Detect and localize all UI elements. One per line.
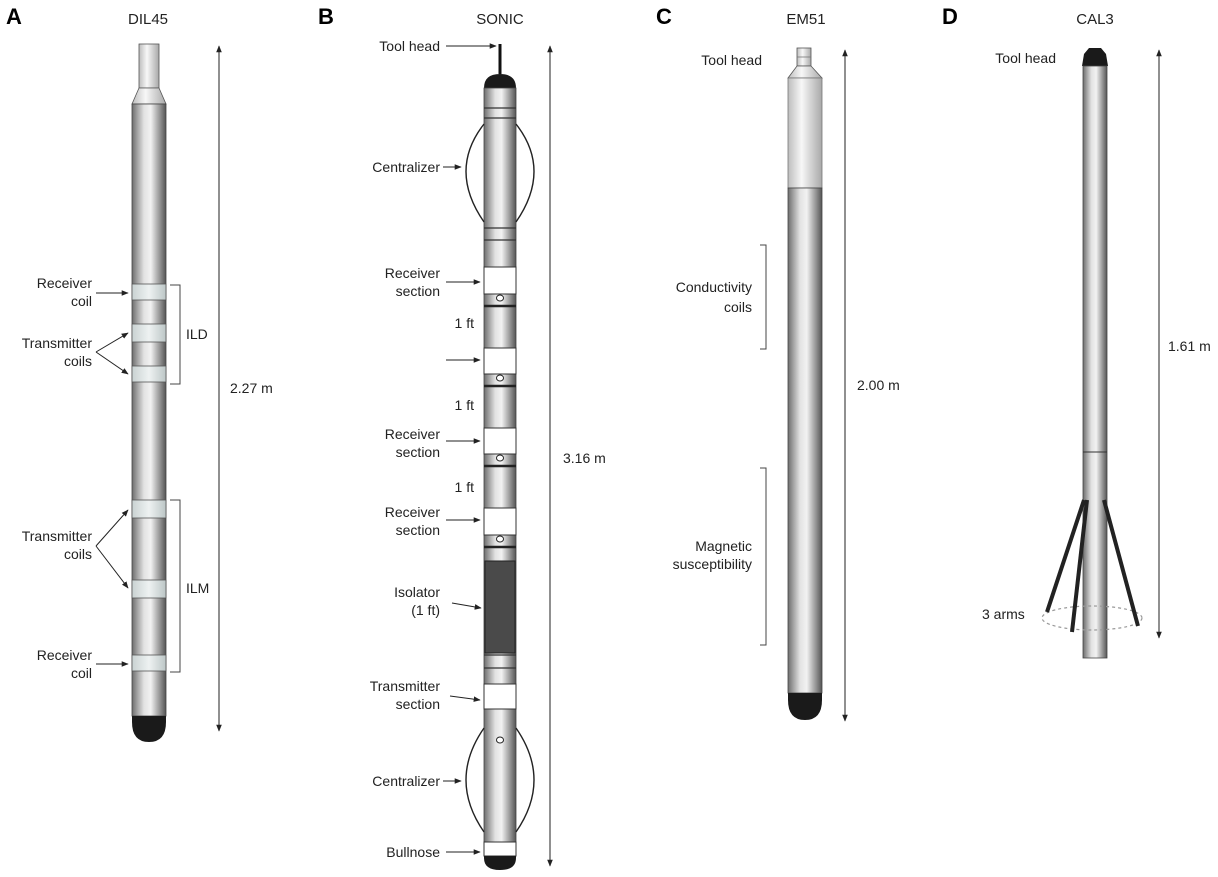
label-centralizer-top: Centralizer: [372, 159, 440, 175]
sonic-tool-body: [465, 44, 535, 870]
label-ilm: ILM: [186, 580, 209, 596]
label-receiver-section-2-line1: Receiver: [385, 426, 441, 442]
label-em51-length: 2.00 m: [857, 377, 900, 393]
label-isolator-line1: Isolator: [394, 584, 440, 600]
label-bullnose: Bullnose: [386, 844, 440, 860]
label-transmitter-coils-2-line1: Transmitter: [22, 528, 93, 544]
tool-head-cap: [484, 74, 516, 88]
label-magnetic-susceptibility-line2: susceptibility: [673, 556, 752, 572]
tool-title-cal3: CAL3: [1076, 11, 1114, 28]
dil45-tool-body: [131, 43, 167, 742]
receiver-coil-band: [131, 283, 167, 301]
tool-head-cap: [1082, 48, 1108, 66]
transmitter-section-block: [483, 683, 517, 710]
tool-title-em51: EM51: [786, 11, 825, 28]
isolator-block: [484, 560, 516, 654]
caliper-arm: [1102, 499, 1140, 627]
label-em51-tool-head: Tool head: [701, 52, 762, 68]
transmitter-coil-band: [131, 579, 167, 599]
bullnose-cap: [484, 856, 516, 870]
label-receiver-section-1-line2: section: [396, 283, 440, 299]
label-transmitter-coils-1-line2: coils: [64, 353, 92, 369]
receiver-section-block: [483, 427, 517, 455]
label-transmitter-coils-1-line1: Transmitter: [22, 335, 93, 351]
transmitter-coil-band: [131, 499, 167, 519]
ild-bracket: [170, 284, 181, 385]
arm-reach-ellipse: [1041, 605, 1143, 631]
label-receiver-section-3-line2: section: [396, 522, 440, 538]
centralizer-bow: [465, 727, 485, 833]
caliper-arm: [1070, 499, 1089, 633]
cal3-tool-body: [1041, 48, 1143, 659]
receiver-section-block: [483, 507, 517, 536]
panel-a: A DIL45 Receiver coil Transmitter coils …: [6, 4, 273, 742]
centralizer-bow: [515, 123, 535, 223]
label-receiver-section-1-line1: Receiver: [385, 265, 441, 281]
label-sonic-length: 3.16 m: [563, 450, 606, 466]
label-3-arms: 3 arms: [982, 606, 1025, 622]
label-sonic-tool-head: Tool head: [379, 38, 440, 54]
susceptibility-bracket: [760, 467, 767, 646]
label-transmitter-section-line2: section: [396, 696, 440, 712]
panel-c: C EM51 Tool head Conductivity coils Magn…: [656, 4, 900, 722]
panel-d: D CAL3 Tool head 3 arms 1.61 m: [942, 4, 1211, 659]
bullnose-cap: [132, 716, 166, 742]
label-cal3-tool-head: Tool head: [995, 50, 1056, 66]
label-transmitter-section-line1: Transmitter: [370, 678, 441, 694]
label-receiver-coil-bottom-2: coil: [71, 665, 92, 681]
label-receiver-section-3-line1: Receiver: [385, 504, 441, 520]
label-spacing-2: 1 ft: [455, 397, 475, 413]
label-conductivity-coils-line1: Conductivity: [676, 279, 752, 295]
panel-letter-d: D: [942, 4, 958, 29]
tool-title-dil45: DIL45: [128, 11, 168, 28]
label-centralizer-bottom: Centralizer: [372, 773, 440, 789]
conductivity-bracket: [760, 244, 767, 350]
transmitter-coil-band: [131, 323, 167, 343]
label-isolator-line2: (1 ft): [411, 602, 440, 618]
em51-tool-body: [787, 47, 823, 720]
label-receiver-coil-top-2: coil: [71, 293, 92, 309]
panel-letter-b: B: [318, 4, 334, 29]
transmitter-coil-band: [131, 365, 167, 383]
bullnose-cap: [788, 693, 822, 720]
centralizer-bow: [515, 727, 535, 833]
label-dil45-length: 2.27 m: [230, 380, 273, 396]
label-magnetic-susceptibility-line1: Magnetic: [695, 538, 752, 554]
caliper-arm: [1045, 499, 1086, 613]
label-spacing-1: 1 ft: [455, 315, 475, 331]
panel-letter-c: C: [656, 4, 672, 29]
label-receiver-coil-top-1: Receiver: [37, 275, 93, 291]
receiver-section-block: [483, 347, 517, 375]
label-spacing-3: 1 ft: [455, 479, 475, 495]
ilm-bracket: [170, 499, 181, 673]
centralizer-bow: [465, 123, 485, 223]
panel-b: B SONIC: [318, 4, 606, 870]
label-receiver-section-2-line2: section: [396, 444, 440, 460]
panel-letter-a: A: [6, 4, 22, 29]
label-receiver-coil-bottom-1: Receiver: [37, 647, 93, 663]
tool-title-sonic: SONIC: [476, 11, 524, 28]
receiver-coil-band: [131, 654, 167, 672]
receiver-section-block: [483, 266, 517, 295]
label-ild: ILD: [186, 326, 208, 342]
label-cal3-length: 1.61 m: [1168, 338, 1211, 354]
label-transmitter-coils-2-line2: coils: [64, 546, 92, 562]
label-conductivity-coils-line2: coils: [724, 299, 752, 315]
